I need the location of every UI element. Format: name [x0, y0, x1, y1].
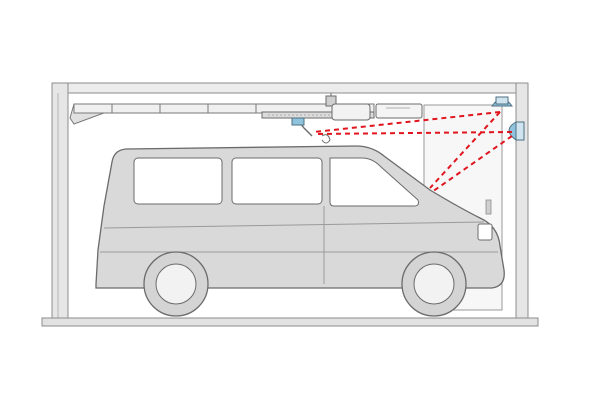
- beam-wall-to-opener: [313, 131, 513, 135]
- opener-motor: [331, 103, 371, 121]
- van-window-front: [329, 157, 419, 207]
- rear-wheel: [143, 251, 209, 317]
- sensors: [491, 96, 525, 141]
- front-wheel: [401, 251, 467, 317]
- ceiling-sensor-icon: [491, 96, 513, 107]
- rear-door-handle: [485, 199, 492, 215]
- van: [95, 145, 505, 317]
- van-headlight: [477, 223, 493, 241]
- van-window-rear: [133, 157, 223, 205]
- sensor-beams: [313, 111, 513, 193]
- right-wall: [515, 82, 529, 320]
- emergency-release-handle: [321, 134, 331, 144]
- left-wall: [51, 82, 69, 320]
- beam-ceiling-to-opener: [313, 111, 501, 133]
- door-rail: [69, 93, 423, 144]
- van-window-middle: [231, 157, 323, 205]
- floor-slab: [41, 317, 539, 327]
- roof-beam: [51, 82, 529, 94]
- garage-structure: [41, 82, 539, 327]
- trolley: [291, 117, 305, 126]
- beam-wall-to-van: [431, 135, 513, 193]
